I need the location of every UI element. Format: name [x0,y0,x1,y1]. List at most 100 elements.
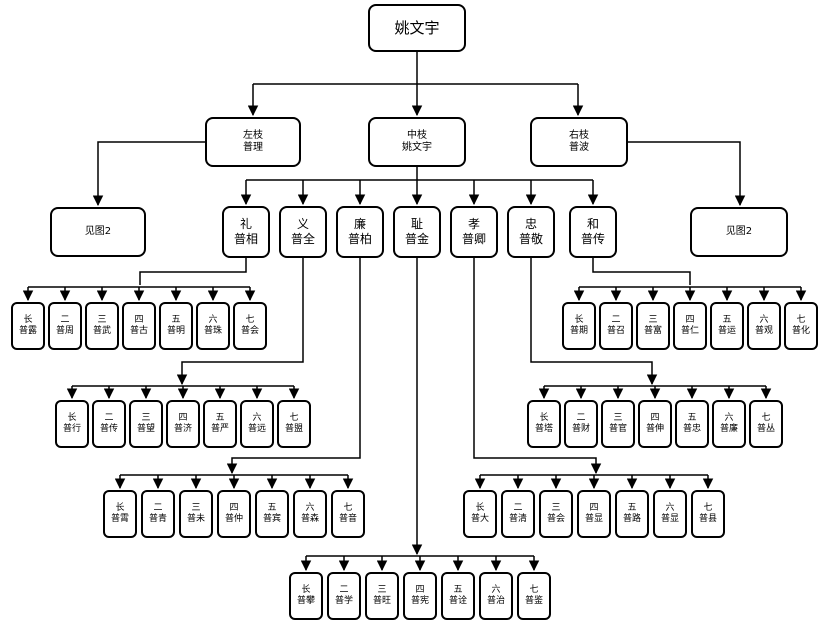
leaf-xiao-2: 二普清 [501,490,535,538]
leaf-yi-1-name: 普行 [62,424,81,434]
branch-right-line-1: 右枝 [569,129,589,141]
branch-left-node: 左枝 普理 [205,117,301,167]
mid-node-xiao-rank: 孝 [467,217,480,231]
leaf-zhong-7: 七普丛 [749,400,783,448]
leaf-lian-4-rank: 四 [229,502,239,513]
leaf-xiao-5-rank: 五 [627,502,637,513]
leaf-chi-2-rank: 二 [339,584,349,595]
leaf-li-4: 四普古 [122,302,156,350]
leaf-he-5-name: 普运 [717,326,736,336]
leaf-li-5: 五普明 [159,302,193,350]
leaf-xiao-3-rank: 三 [551,502,561,513]
leaf-yi-4-name: 普济 [173,424,192,434]
leaf-li-5-name: 普明 [166,326,185,336]
leaf-he-2-name: 普召 [606,326,625,336]
mid-node-yi-rank: 义 [296,217,309,231]
leaf-li-1-name: 普露 [18,326,37,336]
leaf-lian-5-rank: 五 [267,502,277,513]
branch-center-node: 中枝 姚文宇 [368,117,466,167]
mid-node-he-name: 普传 [580,232,605,246]
leaf-lian-5-name: 普宾 [262,514,281,524]
leaf-xiao-2-name: 普清 [508,514,527,524]
leaf-zhong-4-name: 普伸 [645,424,664,434]
leaf-he-6-name: 普观 [754,326,773,336]
leaf-he-3: 三普富 [636,302,670,350]
leaf-he-1-name: 普期 [569,326,588,336]
leaf-zhong-6-name: 普廉 [719,424,738,434]
leaf-lian-2: 二普青 [141,490,175,538]
leaf-xiao-3-name: 普会 [546,514,565,524]
leaf-zhong-5-name: 普忠 [682,424,701,434]
leaf-zhong-2-name: 普财 [571,424,590,434]
leaf-he-2-rank: 二 [611,314,621,325]
leaf-li-3-rank: 三 [97,314,107,325]
leaf-li-1: 长普露 [11,302,45,350]
leaf-zhong-1-name: 普塔 [534,424,553,434]
mid-node-lian: 廉普柏 [336,206,384,258]
leaf-zhong-2: 二普财 [564,400,598,448]
leaf-chi-7: 七普鉴 [517,572,551,620]
leaf-yi-3: 三普望 [129,400,163,448]
leaf-chi-6: 六普治 [479,572,513,620]
ref-left-label: 见图2 [84,225,112,237]
leaf-zhong-1-rank: 长 [539,412,549,423]
leaf-xiao-1: 长普大 [463,490,497,538]
leaf-xiao-4: 四普显 [577,490,611,538]
leaf-he-4-rank: 四 [685,314,695,325]
leaf-chi-4-name: 普宪 [410,596,429,606]
mid-node-lian-rank: 廉 [353,217,366,231]
leaf-yi-4: 四普济 [166,400,200,448]
leaf-yi-6: 六普远 [240,400,274,448]
link-xiao-to-bus [473,258,602,475]
leaf-lian-5: 五普宾 [255,490,289,538]
leaf-chi-5: 五普诠 [441,572,475,620]
leaf-he-3-rank: 三 [648,314,658,325]
leaf-chi-5-name: 普诠 [448,596,467,606]
leaf-yi-7-name: 普盟 [284,424,303,434]
link-he-to-bus [592,258,691,285]
leaf-yi-1-rank: 长 [67,412,77,423]
mid-node-he-rank: 和 [586,217,599,231]
branch-right-line-2: 普波 [569,142,589,153]
leaf-xiao-5-name: 普路 [622,514,641,524]
mid-node-li: 礼普相 [222,206,270,258]
leaf-li-3: 三普武 [85,302,119,350]
leaf-chi-6-name: 普治 [486,596,505,606]
leaf-zhong-5-rank: 五 [687,412,697,423]
leaf-he-6: 六普观 [747,302,781,350]
leaf-li-7: 七普会 [233,302,267,350]
leaf-zhong-7-rank: 七 [761,412,771,423]
leaf-xiao-7-rank: 七 [703,502,713,513]
leaf-yi-6-name: 普远 [247,424,266,434]
leaf-li-6-name: 普珠 [203,326,222,336]
mid-node-yi-name: 普全 [290,232,315,246]
leaf-chi-3-name: 普旺 [372,596,391,606]
leaf-lian-3-name: 普未 [186,514,205,524]
mid-node-li-rank: 礼 [239,217,252,231]
leaf-yi-5-name: 普严 [210,424,229,434]
leaf-lian-3: 三普未 [179,490,213,538]
link-yi-to-bus [176,258,304,386]
leaf-chi-3: 三普旺 [365,572,399,620]
mid-node-xiao: 孝普卿 [450,206,498,258]
mid-node-chi: 耻普金 [393,206,441,258]
root-node: 姚文宇 [368,4,466,52]
leaf-he-4: 四普仁 [673,302,707,350]
mid-node-zhong-rank: 忠 [524,217,537,231]
leaf-yi-6-rank: 六 [252,412,262,423]
mid-node-lian-name: 普柏 [347,232,372,246]
leaf-zhong-6: 六普廉 [712,400,746,448]
mid-node-zhong-name: 普敬 [518,232,543,246]
leaf-zhong-3-rank: 三 [613,412,623,423]
leaf-he-7: 七普化 [784,302,818,350]
leaf-yi-3-name: 普望 [136,424,155,434]
leaf-chi-3-rank: 三 [377,584,387,595]
leaf-yi-2: 二普传 [92,400,126,448]
ref-right-label: 见图2 [725,225,753,237]
link-right-to-ref [628,141,746,207]
branch-center-line-2: 姚文宇 [402,142,432,153]
leaf-lian-6-name: 普森 [300,514,319,524]
leaf-xiao-4-name: 普显 [584,514,603,524]
